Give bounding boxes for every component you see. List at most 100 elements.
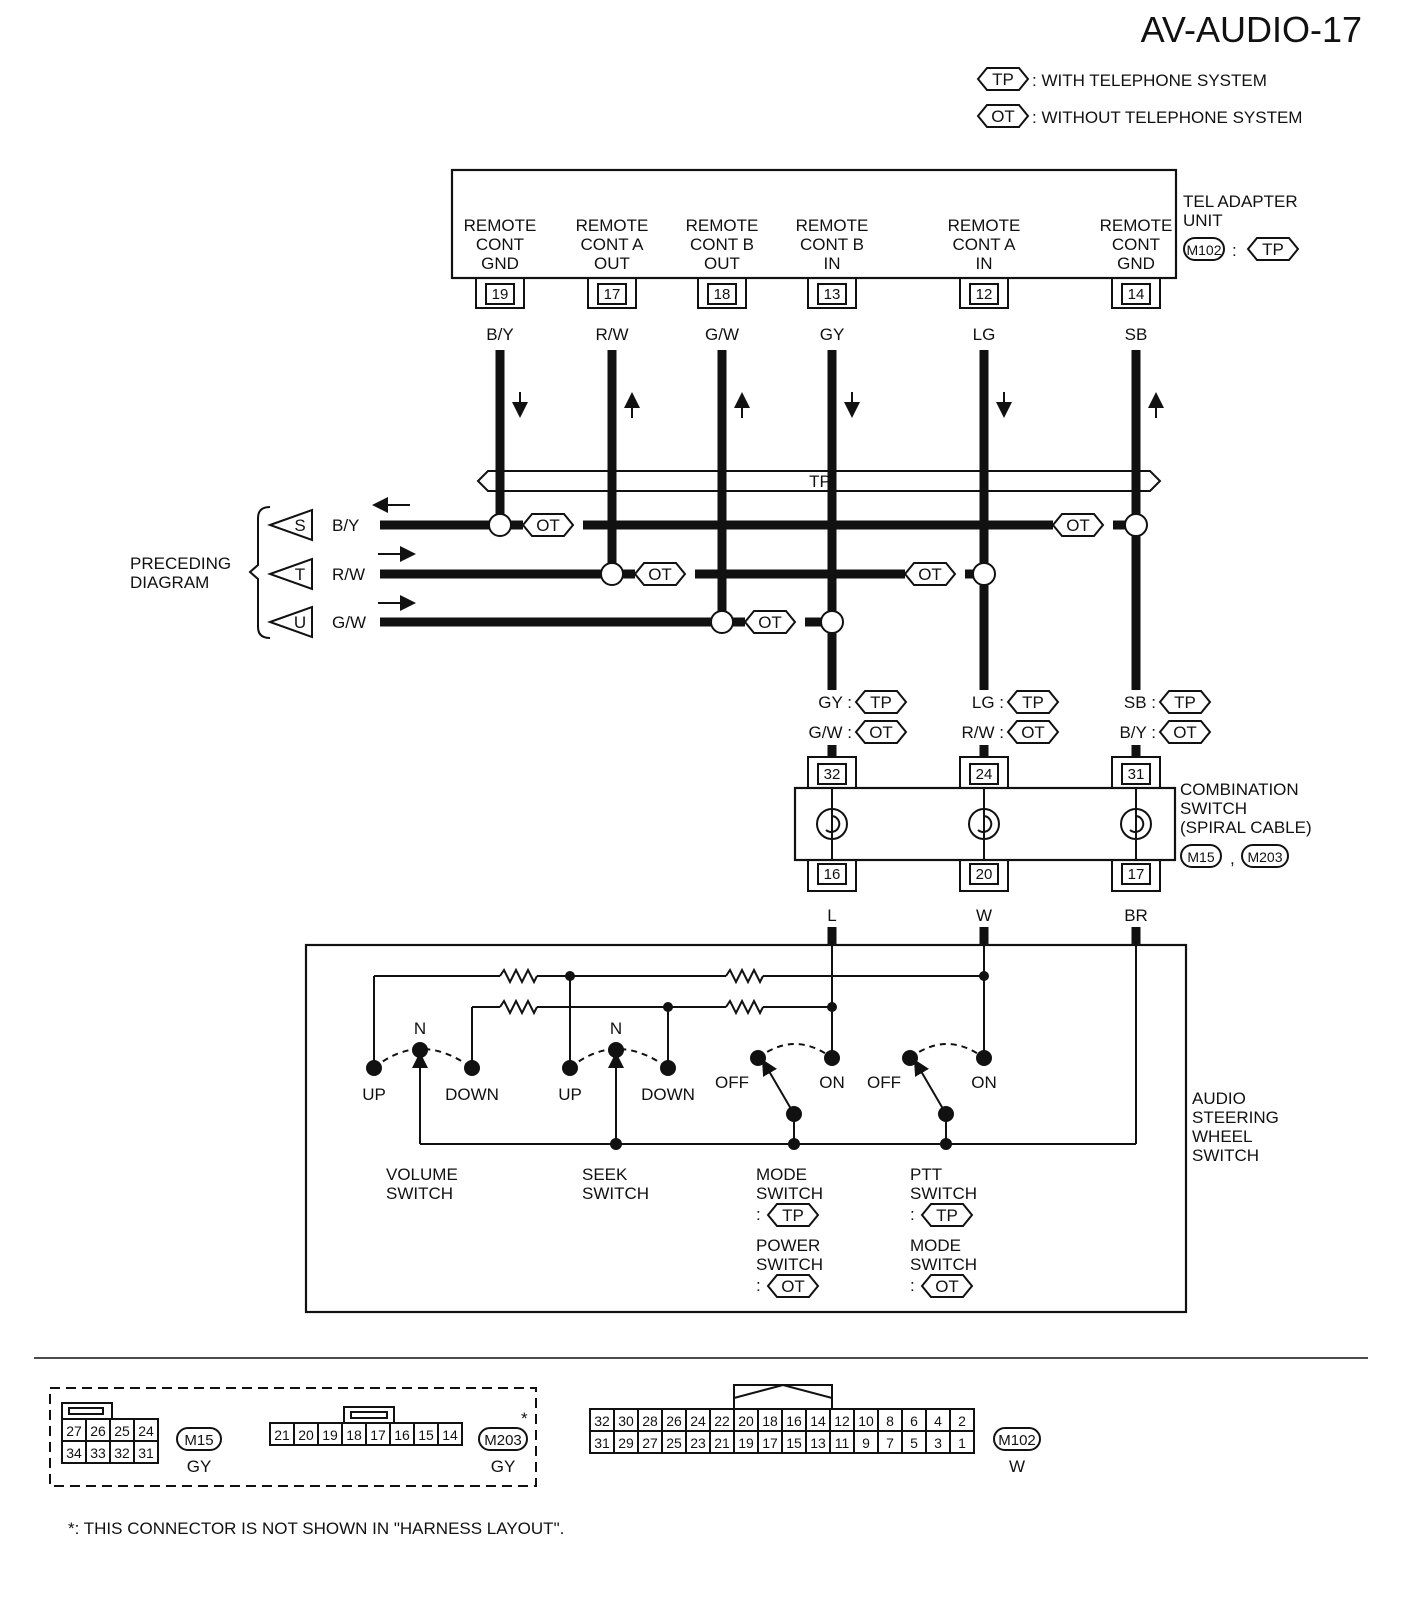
seek-n: N <box>610 1019 622 1038</box>
combo-top-pin-2: 24 <box>976 766 993 783</box>
volume-label-2: SWITCH <box>386 1184 453 1203</box>
m203-pin-number: 18 <box>346 1427 362 1443</box>
m102-pin-number: 1 <box>958 1435 966 1451</box>
m203-star: * <box>521 1409 528 1428</box>
tel-pin-18-l2: CONT B <box>690 235 754 254</box>
tel-pin-19-l2: CONT <box>476 235 524 254</box>
ptt-tp-label-1: PTT <box>910 1165 942 1184</box>
tel-pin-18-l1: REMOTE <box>686 216 759 235</box>
combo-label-3-tp: SB : <box>1124 693 1156 712</box>
legend-tp: TP : WITH TELEPHONE SYSTEM <box>976 67 1267 91</box>
m102-pin-number: 16 <box>786 1413 802 1429</box>
mode-power-switch: OFF ON MODE SWITCH : TP POWER SWITCH : O… <box>715 1043 845 1298</box>
tel-adapter-name-2: UNIT <box>1183 211 1223 230</box>
seek-switch: N UP DOWN SEEK SWITCH <box>558 1019 695 1203</box>
combo-label-2-ot-tag: OT <box>1021 723 1045 742</box>
page-code: AV-AUDIO-17 <box>1141 9 1362 50</box>
m102-pin-number: 18 <box>762 1413 778 1429</box>
m102-pin-number: 19 <box>738 1435 754 1451</box>
tp-bar-label: TP <box>809 472 831 491</box>
m15-pin-number: 33 <box>90 1445 106 1461</box>
legend-tp-tag: TP <box>992 70 1014 89</box>
m102-pin-number: 6 <box>910 1413 918 1429</box>
ptt-on: ON <box>971 1073 997 1092</box>
ot-tags: OT OT OT OT OT <box>521 513 1105 634</box>
m203-pin-number: 19 <box>322 1427 338 1443</box>
tel-pin-18-wire: G/W <box>705 325 739 344</box>
tel-pin-19-l3: GND <box>481 254 519 273</box>
m102-color: W <box>1009 1457 1025 1476</box>
power-ot-label-2: SWITCH <box>756 1255 823 1274</box>
ptt-tp-label-2: SWITCH <box>910 1184 977 1203</box>
combo-top-pin-1: 32 <box>824 766 841 783</box>
ot-tag-2: OT <box>1066 516 1090 535</box>
m102-pin-number: 7 <box>886 1435 894 1451</box>
mode-on: ON <box>819 1073 845 1092</box>
seek-label-1: SEEK <box>582 1165 628 1184</box>
audio-steering-switch: AUDIO STEERING WHEEL SWITCH <box>304 943 1279 1314</box>
tel-pin-17-num: 17 <box>604 286 621 303</box>
combo-wire-2: W <box>976 906 992 925</box>
m102-label: M102 <box>998 1432 1036 1449</box>
combo-conn-1: M15 <box>1187 849 1214 865</box>
tel-pin-14-l3: GND <box>1117 254 1155 273</box>
ptt-mode-switch: OFF ON PTT SWITCH : TP MODE SWITCH : OT <box>867 1043 997 1298</box>
m102-pin-number: 27 <box>642 1435 658 1451</box>
m102-pin-number: 25 <box>666 1435 682 1451</box>
m203-label: M203 <box>484 1432 522 1449</box>
combo-name-2: SWITCH <box>1180 799 1247 818</box>
power-ot-label-1: POWER <box>756 1236 820 1255</box>
m102-pin-number: 14 <box>810 1413 826 1429</box>
power-ot-colon: : <box>756 1276 761 1295</box>
m203-pin-number: 14 <box>442 1427 458 1443</box>
m15-pin-number: 26 <box>90 1423 106 1439</box>
combo-label-1-tp: GY : <box>818 693 852 712</box>
m203-cell <box>437 1422 463 1446</box>
combo-label-1-tp-tag: TP <box>870 693 892 712</box>
m102-pin-number: 23 <box>690 1435 706 1451</box>
combo-label-3-tp-tag: TP <box>1174 693 1196 712</box>
combo-conn-sep: , <box>1230 849 1235 868</box>
ot-tag-5: OT <box>758 613 782 632</box>
m15-pin-number: 34 <box>66 1445 82 1461</box>
tel-pin-17-l1: REMOTE <box>576 216 649 235</box>
tel-pin-13-l1: REMOTE <box>796 216 869 235</box>
mode-ot-label-1: MODE <box>910 1236 961 1255</box>
m15-pin-number: 27 <box>66 1423 82 1439</box>
combo-top-pin-3: 31 <box>1128 766 1145 783</box>
legend-ot-tag: OT <box>991 107 1015 126</box>
tel-pin-12-num: 12 <box>976 286 993 303</box>
tel-pin-17: REMOTE CONT A OUT 17 R/W <box>576 216 649 344</box>
seek-up: UP <box>558 1085 582 1104</box>
combo-wire-1: L <box>827 906 836 925</box>
m102-ref: M102 W <box>993 1427 1041 1476</box>
ref-s: S <box>294 516 305 535</box>
ref-t: T <box>295 565 305 584</box>
combo-label-1-ot-tag: OT <box>869 723 893 742</box>
preceding-line1: PRECEDING <box>130 554 231 573</box>
harness-lines <box>380 520 1125 627</box>
tel-pin-12-l1: REMOTE <box>948 216 1021 235</box>
legend-ot: OT : WITHOUT TELEPHONE SYSTEM <box>976 104 1302 128</box>
m102-pin-number: 8 <box>886 1413 894 1429</box>
mode-off: OFF <box>715 1073 749 1092</box>
mode-tp-colon: : <box>756 1205 761 1224</box>
tel-pin-18-l3: OUT <box>704 254 740 273</box>
seek-label-2: SWITCH <box>582 1184 649 1203</box>
ot-tag-4: OT <box>918 565 942 584</box>
tp-bar: TP <box>476 470 1162 492</box>
ref-u: U <box>294 613 306 632</box>
tel-pin-12-wire: LG <box>973 325 996 344</box>
ot-tag-1: OT <box>536 516 560 535</box>
mode-ot-label-2: SWITCH <box>910 1255 977 1274</box>
m102-pin-number: 3 <box>934 1435 942 1451</box>
steering-name-2: STEERING <box>1192 1108 1279 1127</box>
tel-pin-18: REMOTE CONT B OUT 18 G/W <box>686 216 759 344</box>
ptt-tp-tag: TP <box>936 1206 958 1225</box>
ot-tag-3: OT <box>648 565 672 584</box>
combo-label-3-ot: B/Y : <box>1119 723 1156 742</box>
legend-tp-text: : WITH TELEPHONE SYSTEM <box>1032 71 1267 90</box>
volume-up: UP <box>362 1085 386 1104</box>
